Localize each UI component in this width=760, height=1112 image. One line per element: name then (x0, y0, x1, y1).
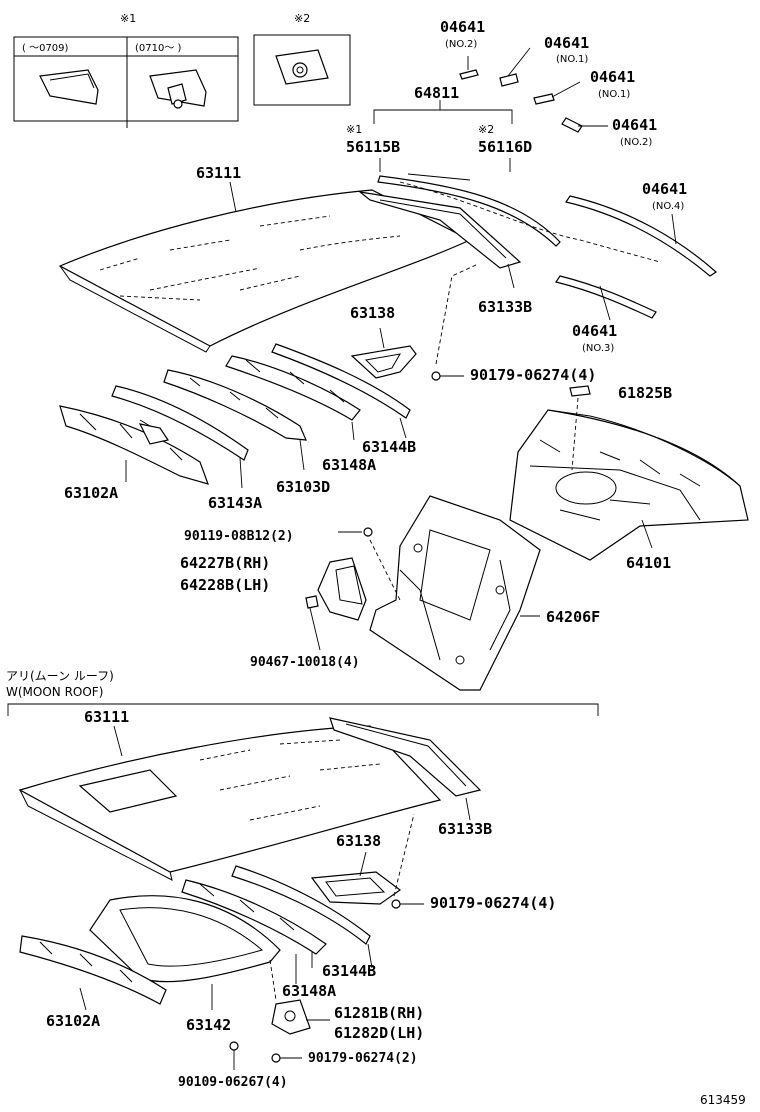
part-labels: 04641 (NO.2) 04641 (NO.1) 04641 (NO.1) 0… (46, 18, 746, 1107)
roof-panel-63111-moonroof (18, 725, 442, 881)
label-63138-top: 63138 (350, 304, 395, 322)
label-90119: 90119-08B12(2) (184, 529, 294, 544)
roof-bows-moonroof (19, 865, 373, 1011)
label-63148a-top: 63148A (322, 456, 376, 474)
label-63143a: 63143A (208, 494, 262, 512)
label-63133b-moonroof: 63133B (438, 820, 492, 838)
label-63138-moonroof: 63138 (336, 832, 381, 850)
bracket-64811 (373, 109, 513, 124)
label-90179-moonroof-2: 90179-06274(2) (308, 1051, 418, 1066)
label-63111-top: 63111 (196, 164, 241, 182)
moonroof-bracket (7, 703, 599, 716)
label-04641-f: 04641 (572, 322, 617, 340)
rail-63133b-moonroof (329, 717, 482, 821)
note-box-1: ※1 ( ～0709) (0710～ ) (13, 12, 239, 128)
clip-04641-set (459, 47, 608, 133)
moonroof-label-en: W(MOON ROOF) (6, 685, 103, 699)
label-64811: 64811 (414, 84, 459, 102)
label-61282d: 61282D(LH) (334, 1024, 424, 1042)
label-61281b: 61281B(RH) (334, 1004, 424, 1022)
label-04641-d: 04641 (612, 116, 657, 134)
roof-moldings (377, 158, 717, 321)
bracket-64227b (305, 557, 367, 651)
label-04641-e-sub: (NO.4) (652, 201, 684, 212)
label-61825b: 61825B (618, 384, 672, 402)
note-1-col-b: (0710～ ) (135, 43, 182, 54)
label-90109: 90109-06267(4) (178, 1075, 288, 1090)
label-63102a-top: 63102A (64, 484, 118, 502)
label-63111-moonroof: 63111 (84, 708, 129, 726)
note-1-col-a: ( ～0709) (22, 43, 69, 54)
label-63133b-top: 63133B (478, 298, 532, 316)
label-56115b-mark: ※1 (346, 123, 362, 136)
note-2-mark: ※2 (294, 12, 310, 25)
label-64101: 64101 (626, 554, 671, 572)
label-63142: 63142 (186, 1016, 231, 1034)
label-56115b: 56115B (346, 138, 400, 156)
label-63103d: 63103D (276, 478, 330, 496)
label-04641-b-sub: (NO.1) (556, 54, 588, 65)
label-64227b: 64227B(RH) (180, 554, 270, 572)
diagram-id: 613459 (700, 1093, 746, 1107)
label-63148a-moonroof: 63148A (282, 982, 336, 1000)
label-63144b-moonroof: 63144B (322, 962, 376, 980)
label-04641-c-sub: (NO.1) (598, 89, 630, 100)
label-04641-b: 04641 (544, 34, 589, 52)
bracket-63138-moonroof (310, 813, 424, 909)
label-04641-c: 04641 (590, 68, 635, 86)
label-64206f: 64206F (546, 608, 600, 626)
label-64228b: 64228B(LH) (180, 576, 270, 594)
label-90179-moonroof: 90179-06274(4) (430, 894, 556, 912)
label-90467: 90467-10018(4) (250, 655, 360, 670)
note-1-mark: ※1 (120, 12, 136, 25)
package-tray-64101 (509, 385, 749, 561)
label-56116d: 56116D (478, 138, 532, 156)
note-box-2: ※2 (253, 12, 351, 106)
roof-bows-top (59, 343, 411, 489)
label-04641-d-sub: (NO.2) (620, 137, 652, 148)
label-04641-e: 04641 (642, 180, 687, 198)
back-panel-64206f (338, 495, 541, 691)
label-04641-a: 04641 (440, 18, 485, 36)
label-56116d-mark: ※2 (478, 123, 494, 136)
label-90179-top: 90179-06274(4) (470, 366, 596, 384)
label-63144b-top: 63144B (362, 438, 416, 456)
label-04641-a-sub: (NO.2) (445, 39, 477, 50)
rail-63133b-top (357, 191, 522, 289)
label-04641-f-sub: (NO.3) (582, 343, 614, 354)
bracket-61281b (229, 959, 330, 1070)
bracket-63138-top (350, 263, 479, 381)
label-63102a-moonroof: 63102A (46, 1012, 100, 1030)
moonroof-label-jp: アリ(ムーン ルーフ) (6, 669, 114, 683)
